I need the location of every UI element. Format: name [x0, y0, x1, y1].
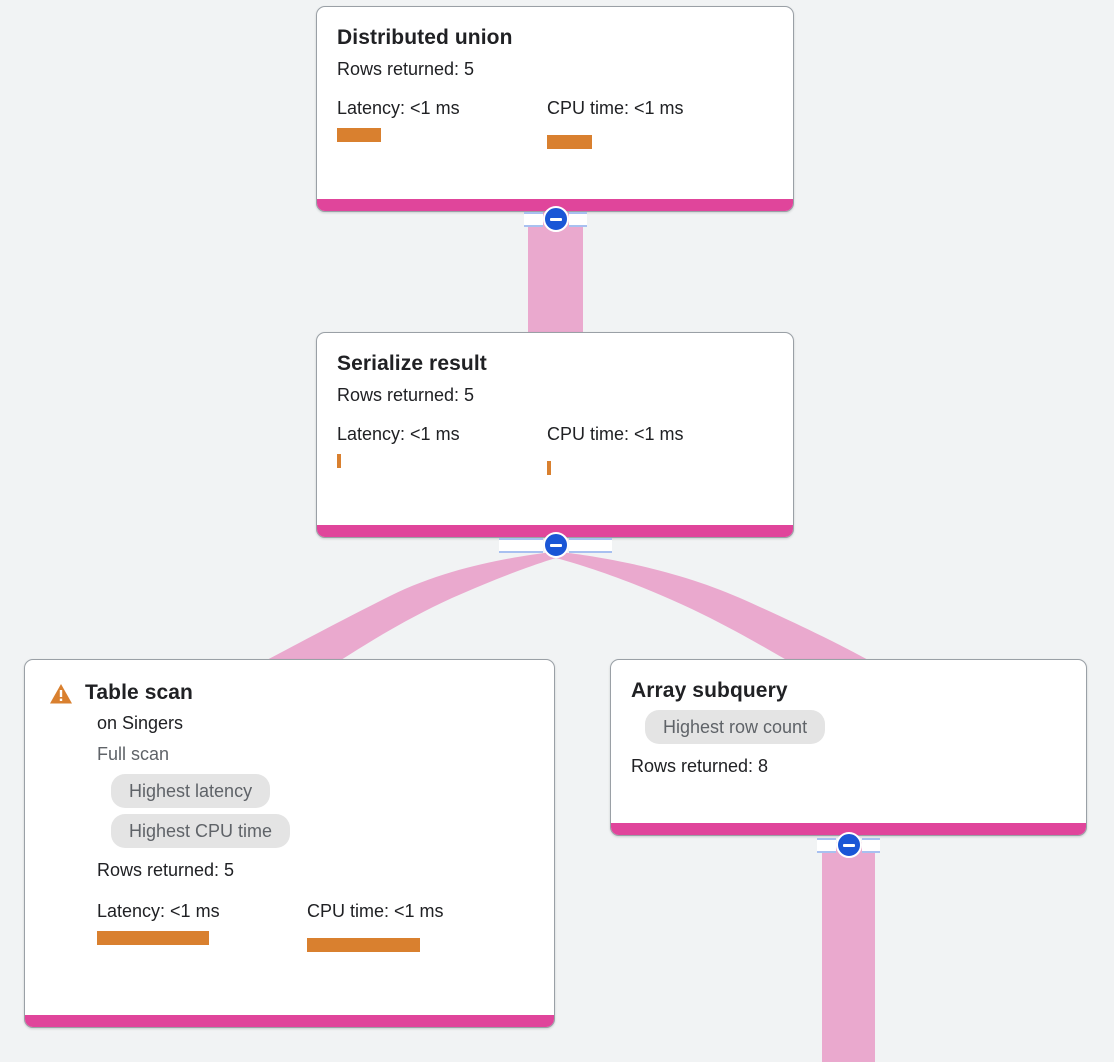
collapse-array-subquery[interactable] — [817, 832, 880, 858]
metric-cpu-time-bar — [307, 938, 420, 952]
collapse-rail-left — [524, 211, 543, 227]
metric-cpu-time-label: CPU time: <1 ms — [307, 901, 444, 921]
metrics-row: Latency: <1 ms CPU time: <1 ms — [97, 899, 534, 952]
metric-latency-label: Latency: <1 ms — [337, 98, 460, 118]
metric-cpu-time-label: CPU time: <1 ms — [547, 98, 684, 118]
collapse-serialize-result[interactable] — [499, 532, 612, 558]
metrics-row: Latency: <1 ms CPU time: <1 ms — [337, 96, 773, 149]
title-row: Distributed union — [337, 25, 773, 51]
title-row: Serialize result — [337, 351, 773, 377]
metric-latency-bar — [337, 128, 381, 142]
title-row: Array subquery — [631, 678, 1066, 704]
collapse-rail-left — [817, 837, 836, 853]
chip-wrap: Highest CPU time — [97, 808, 534, 848]
metric-cpu-time: CPU time: <1 ms — [547, 96, 684, 149]
node-distributed-union-body: Distributed union Rows returned: 5 Laten… — [317, 7, 793, 163]
edge-serialize-result-to-table-scan — [263, 552, 556, 662]
metric-latency: Latency: <1 ms — [337, 96, 547, 149]
metric-cpu-time-label: CPU time: <1 ms — [547, 424, 684, 444]
badge-highest-row-count: Highest row count — [645, 710, 826, 744]
collapse-rail-right — [861, 837, 880, 853]
scan-target: on Singers — [97, 713, 184, 733]
scan-type: Full scan — [97, 744, 170, 764]
node-array-subquery-body: Array subquery Highest row count Rows re… — [611, 660, 1086, 793]
node-table-scan[interactable]: Table scan on Singers Full scan Highest … — [24, 659, 555, 1028]
node-array-subquery[interactable]: Array subquery Highest row count Rows re… — [610, 659, 1087, 836]
node-title: Table scan — [85, 681, 193, 704]
metric-cpu-time: CPU time: <1 ms — [307, 899, 444, 952]
node-table-scan-body: Table scan on Singers Full scan Highest … — [25, 660, 554, 966]
title-row: Table scan — [49, 680, 534, 706]
badge-highest-latency: Highest latency — [111, 774, 271, 808]
metric-latency: Latency: <1 ms — [337, 422, 547, 475]
node-accent-bar — [25, 1015, 554, 1027]
collapse-rail-left — [499, 537, 543, 553]
node-title: Serialize result — [337, 352, 487, 375]
rows-returned: Rows returned: 5 — [97, 860, 235, 880]
metric-latency-label: Latency: <1 ms — [337, 424, 460, 444]
metric-cpu-time-bar — [547, 461, 551, 475]
minus-icon[interactable] — [835, 832, 862, 858]
collapse-rail-right — [568, 211, 587, 227]
chip-wrap: Highest row count — [631, 704, 1066, 744]
node-accent-bar — [317, 199, 793, 211]
node-serialize-result-body: Serialize result Rows returned: 5 Latenc… — [317, 333, 793, 489]
node-table-scan-details: on Singers Full scan Highest latency Hig… — [49, 710, 534, 952]
node-distributed-union[interactable]: Distributed union Rows returned: 5 Laten… — [316, 6, 794, 212]
metric-latency-label: Latency: <1 ms — [97, 901, 220, 921]
metric-cpu-time: CPU time: <1 ms — [547, 422, 684, 475]
rows-returned: Rows returned: 8 — [631, 756, 769, 776]
metric-cpu-time-bar — [547, 135, 592, 149]
minus-icon[interactable] — [542, 206, 569, 232]
rows-returned: Rows returned: 5 — [337, 385, 475, 405]
node-serialize-result[interactable]: Serialize result Rows returned: 5 Latenc… — [316, 332, 794, 538]
badge-highest-cpu-time: Highest CPU time — [111, 814, 291, 848]
node-accent-bar — [317, 525, 793, 537]
collapse-distributed-union[interactable] — [524, 206, 587, 232]
edge-array-subquery-downstream — [822, 842, 875, 1062]
node-title: Distributed union — [337, 26, 513, 49]
metric-latency: Latency: <1 ms — [97, 899, 307, 952]
node-title: Array subquery — [631, 679, 788, 702]
metrics-row: Latency: <1 ms CPU time: <1 ms — [337, 422, 773, 475]
minus-icon[interactable] — [542, 532, 569, 558]
warning-triangle-icon — [49, 683, 73, 705]
collapse-rail-right — [568, 537, 612, 553]
rows-returned: Rows returned: 5 — [337, 59, 475, 79]
metric-latency-bar — [337, 454, 341, 468]
edge-serialize-result-to-array-subquery — [556, 552, 872, 662]
node-accent-bar — [611, 823, 1086, 835]
metric-latency-bar — [97, 931, 209, 945]
chip-wrap: Highest latency — [97, 768, 534, 808]
